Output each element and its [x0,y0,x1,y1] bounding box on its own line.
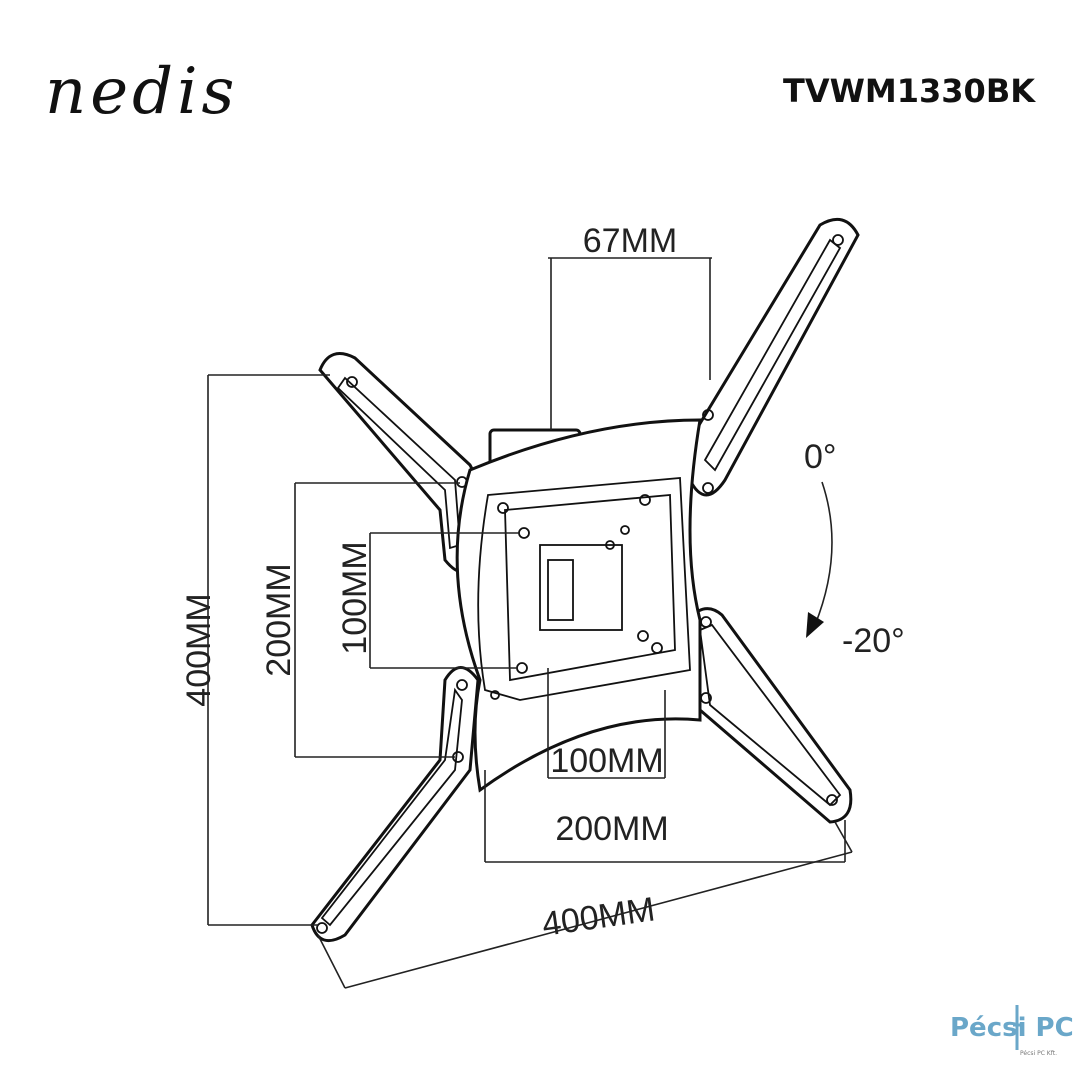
watermark-company: Pécsi PC Kft. [1020,1050,1058,1057]
model-number: TVWM1330BK [783,72,1035,110]
tilt-mechanism [539,544,623,631]
arm-top-right [688,217,860,497]
tilt-start-label: 0° [804,438,837,476]
dim-horizontal-100mm: 100MM [547,668,666,780]
svg-text:100MM: 100MM [550,742,663,780]
watermark-tower-icon [1013,1005,1021,1050]
svg-text:67MM: 67MM [583,222,677,260]
dim-vertical-100mm: 100MM [336,532,520,669]
vesa-plate [477,477,691,701]
dim-vertical-200mm: 200MM [260,482,460,758]
watermark: Pécsi PC [950,1013,1074,1043]
dim-67mm: 67MM [548,222,712,430]
arm-bottom-right [686,607,853,824]
svg-text:100MM: 100MM [336,541,374,654]
dim-vertical-400mm: 400MM [180,374,330,926]
dim-horizontal-200mm: 200MM [484,770,846,863]
arm-bottom-left [310,666,480,943]
svg-text:400MM: 400MM [180,593,218,706]
svg-text:200MM: 200MM [260,563,298,676]
tilt-end-label: -20° [842,622,905,660]
brand-logo: nedis [45,55,239,129]
tilt-arrow-icon [806,481,833,638]
svg-text:200MM: 200MM [555,810,668,848]
svg-text:400MM: 400MM [540,890,658,943]
center-plate [455,418,702,793]
